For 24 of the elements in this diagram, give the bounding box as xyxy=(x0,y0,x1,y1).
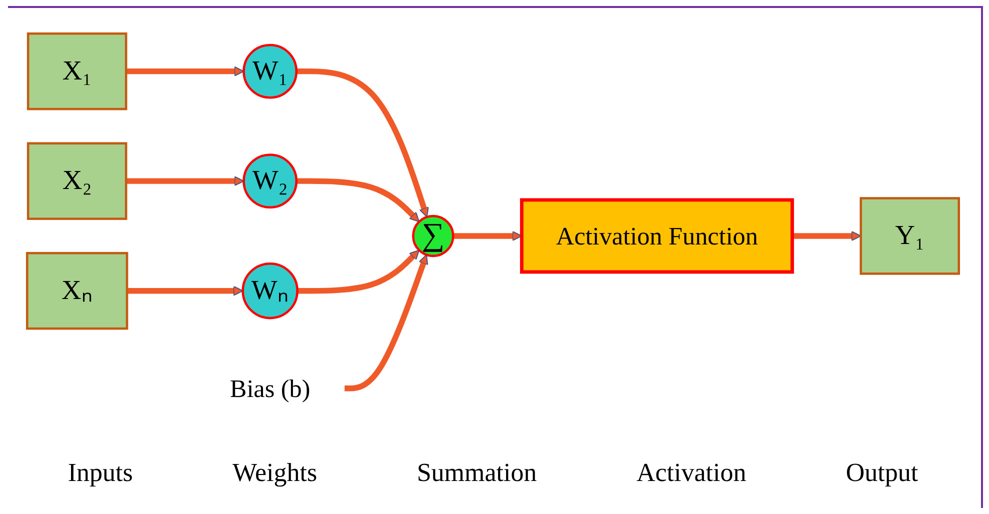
node-circle: W₁ xyxy=(242,44,298,99)
node-box: Xₙ xyxy=(26,252,128,330)
arrow xyxy=(344,254,428,392)
arrow xyxy=(296,68,429,218)
arrow xyxy=(296,178,420,222)
column-label: Inputs xyxy=(68,458,133,488)
arrow xyxy=(126,66,244,76)
node-circle: Wₙ xyxy=(242,262,298,320)
column-label: Summation xyxy=(416,458,537,488)
column-label: Activation xyxy=(636,458,746,488)
node-circle: ∑ xyxy=(412,214,454,258)
arrow xyxy=(127,286,244,296)
column-label: Weights xyxy=(232,458,318,488)
node-box: X₁ xyxy=(26,32,128,110)
node-box: Activation Function xyxy=(520,198,794,274)
node-box: Y₁ xyxy=(860,197,960,275)
arrow xyxy=(453,230,522,241)
node-text: Bias (b) xyxy=(230,374,310,403)
arrow xyxy=(792,230,862,241)
node-circle: W₂ xyxy=(242,154,298,209)
node-box: X₂ xyxy=(26,142,128,220)
column-label: Output xyxy=(846,458,918,488)
arrow xyxy=(126,176,244,186)
arrow xyxy=(297,250,420,294)
